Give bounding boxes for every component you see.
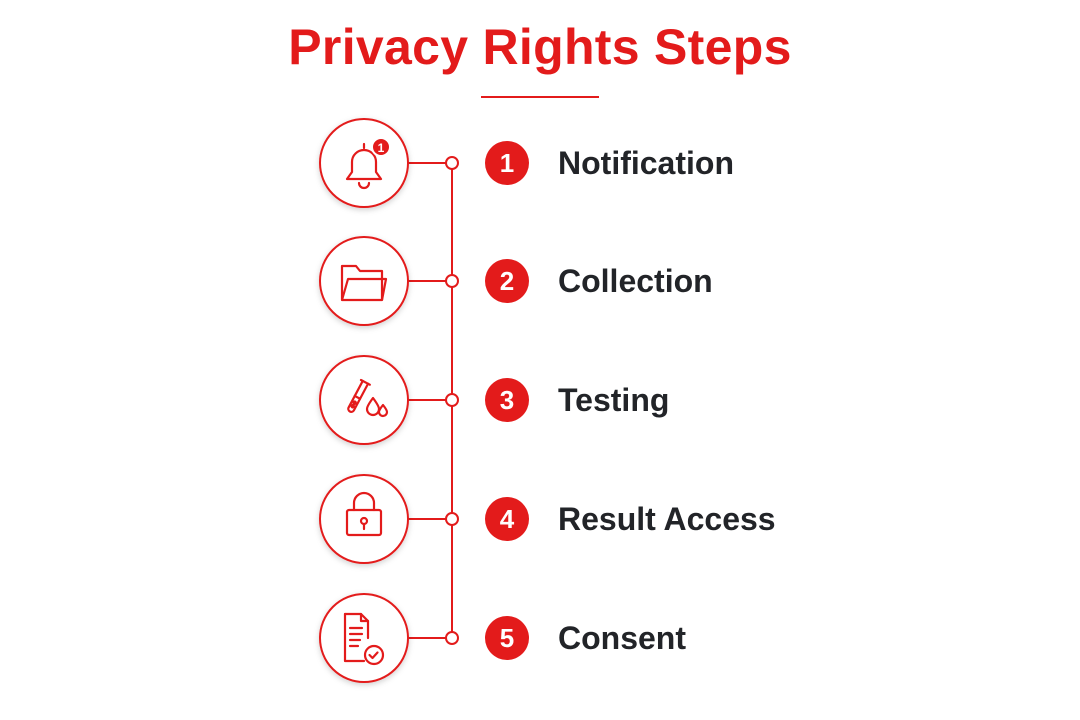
notification-badge-count: 1: [378, 141, 385, 155]
step-number-badge: 3: [485, 378, 529, 422]
step-number-badge: 5: [485, 616, 529, 660]
icon-circle-2: [319, 236, 409, 326]
step-4: 4 Result Access: [0, 474, 1080, 564]
step-number-badge: 2: [485, 259, 529, 303]
timeline-node: [445, 274, 459, 288]
timeline-node: [445, 631, 459, 645]
notification-badge: 1: [371, 137, 391, 157]
icon-circle-5: [319, 593, 409, 683]
step-number-badge: 4: [485, 497, 529, 541]
step-label: Notification: [558, 145, 734, 181]
connector-1: [408, 156, 459, 170]
connector-2: [408, 274, 459, 288]
step-3: 3 Testing: [0, 355, 1080, 445]
connector-4: [408, 512, 459, 526]
step-1: 1 Notification: [0, 118, 1080, 208]
bell-icon: [345, 142, 383, 190]
step-label: Consent: [558, 620, 686, 656]
timeline-node: [445, 156, 459, 170]
timeline-node: [445, 512, 459, 526]
timeline-node: [445, 393, 459, 407]
step-label: Testing: [558, 382, 670, 418]
document-check-icon: [343, 612, 385, 666]
step-5: 5 Consent: [0, 593, 1080, 683]
connector-5: [408, 631, 459, 645]
test-tube-drops-icon: [347, 378, 389, 418]
step-2: 2 Collection: [0, 236, 1080, 326]
connector-3: [408, 393, 459, 407]
step-label: Collection: [558, 263, 713, 299]
icon-circle-3: [319, 355, 409, 445]
step-number-badge: 1: [485, 141, 529, 185]
step-label: Result Access: [558, 501, 776, 537]
page-title: Privacy Rights Steps: [288, 19, 792, 75]
title-underline: [481, 96, 599, 98]
padlock-icon: [345, 491, 383, 537]
folder-icon: [340, 264, 388, 302]
